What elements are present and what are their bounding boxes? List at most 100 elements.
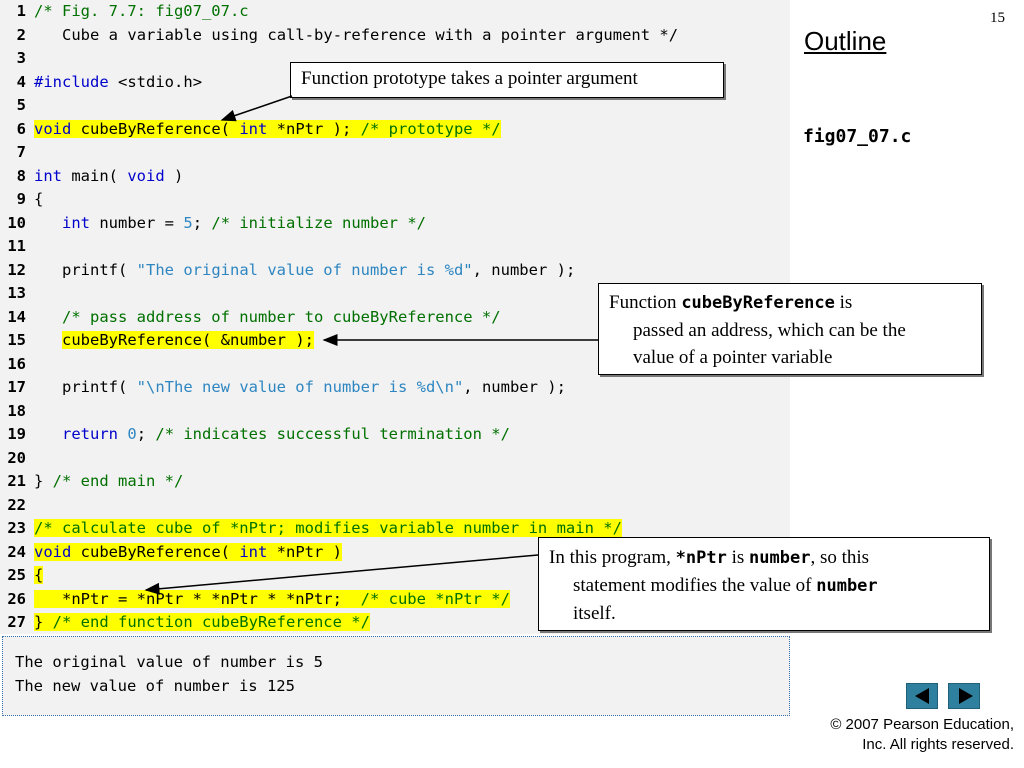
code-text: printf( "The original value of number is… bbox=[62, 260, 576, 279]
code-text: int main( void ) bbox=[34, 166, 184, 185]
code-text: { bbox=[34, 190, 44, 208]
previous-arrow-icon bbox=[915, 688, 929, 704]
callout-text: value of a pointer variable bbox=[633, 347, 833, 368]
code-line: 13 bbox=[0, 282, 26, 306]
code-line: 25 { bbox=[0, 564, 44, 588]
code-text: cubeByReference( &number ); bbox=[62, 331, 314, 349]
code-line: 2 Cube a variable using call-by-referenc… bbox=[0, 24, 678, 48]
code-line: 11 bbox=[0, 235, 26, 259]
code-text: } /* end main */ bbox=[34, 472, 184, 490]
code-text: *nPtr = *nPtr * *nPtr * *nPtr; /* cube *… bbox=[34, 589, 510, 608]
output-line: The new value of number is 125 bbox=[15, 677, 295, 695]
line-number: 5 bbox=[16, 96, 26, 114]
line-number: 19 bbox=[7, 425, 26, 443]
code-line: 20 bbox=[0, 447, 26, 471]
code-line: 8 int main( void ) bbox=[0, 165, 184, 189]
next-slide-button[interactable] bbox=[948, 683, 980, 709]
next-arrow-icon bbox=[959, 688, 973, 704]
code-line: 19 return 0; /* indicates successful ter… bbox=[0, 423, 510, 447]
callout-text: , so this bbox=[810, 547, 870, 568]
line-number: 21 bbox=[7, 472, 26, 490]
code-text: int number = 5; /* initialize number */ bbox=[62, 213, 426, 232]
code-line: 1 /* Fig. 7.7: fig07_07.c bbox=[0, 0, 249, 24]
code-line: 17 printf( "\nThe new value of number is… bbox=[0, 376, 566, 400]
line-number: 3 bbox=[16, 49, 26, 67]
code-line: 4 #include <stdio.h> bbox=[0, 71, 202, 95]
line-number: 14 bbox=[7, 307, 26, 326]
line-number: 27 bbox=[7, 613, 26, 631]
code-line: 16 bbox=[0, 353, 26, 377]
callout-code: number bbox=[816, 576, 878, 596]
code-line: 24 void cubeByReference( int *nPtr ) bbox=[0, 541, 342, 565]
line-number: 17 bbox=[7, 378, 26, 396]
program-output: The original value of number is 5 The ne… bbox=[2, 636, 790, 716]
copyright-line: © 2007 Pearson Education, bbox=[830, 716, 1014, 733]
line-number: 18 bbox=[7, 401, 26, 420]
callout-text: is bbox=[726, 547, 750, 568]
code-line: 9{ bbox=[0, 188, 44, 212]
callout-pass-address: Function cubeByReference is passed an ad… bbox=[598, 283, 982, 375]
code-text: Cube a variable using call-by-reference … bbox=[62, 25, 679, 44]
line-number: 9 bbox=[16, 190, 26, 208]
callout-text: passed an address, which can be the bbox=[633, 320, 906, 341]
code-line: 10 int number = 5; /* initialize number … bbox=[0, 212, 426, 236]
code-text: { bbox=[34, 566, 44, 584]
callout-text: statement modifies the value of bbox=[573, 575, 817, 596]
callout-code: *nPtr bbox=[675, 548, 727, 568]
callout-text: itself. bbox=[573, 603, 616, 624]
callout-text: is bbox=[834, 292, 853, 313]
code-text: printf( "\nThe new value of number is %d… bbox=[62, 378, 566, 396]
callout-text: In this program, bbox=[549, 547, 676, 568]
code-line: 12 printf( "The original value of number… bbox=[0, 259, 575, 283]
code-text: return 0; /* indicates successful termin… bbox=[62, 425, 510, 443]
line-number: 12 bbox=[7, 260, 26, 279]
line-number: 4 bbox=[16, 72, 26, 91]
line-number: 10 bbox=[7, 213, 26, 232]
file-name: fig07_07.c bbox=[803, 126, 912, 147]
code-line: 3 bbox=[0, 47, 26, 71]
line-number: 11 bbox=[7, 237, 26, 255]
line-number: 7 bbox=[16, 143, 26, 161]
code-line: 22 bbox=[0, 494, 26, 518]
line-number: 16 bbox=[7, 354, 26, 373]
code-line: 5 bbox=[0, 94, 26, 118]
line-number: 22 bbox=[7, 495, 26, 514]
line-number: 2 bbox=[16, 25, 26, 44]
callout-text: Function bbox=[609, 292, 682, 313]
code-text: /* Fig. 7.7: fig07_07.c bbox=[34, 2, 249, 20]
code-text: #include <stdio.h> bbox=[34, 72, 203, 91]
outline-link[interactable]: Outline bbox=[804, 26, 887, 56]
callout-text: Function prototype takes a pointer argum… bbox=[301, 68, 638, 89]
line-number: 26 bbox=[7, 589, 26, 608]
page-number: 15 bbox=[990, 10, 1005, 26]
callout-prototype: Function prototype takes a pointer argum… bbox=[290, 62, 724, 98]
code-line: 15 cubeByReference( &number ); bbox=[0, 329, 314, 353]
copyright-notice: © 2007 Pearson Education, Inc. All right… bbox=[794, 715, 1014, 755]
callout-code: number bbox=[749, 548, 811, 568]
code-text: void cubeByReference( int *nPtr ) bbox=[34, 542, 342, 561]
line-number: 25 bbox=[7, 566, 26, 584]
code-text: } /* end function cubeByReference */ bbox=[34, 613, 370, 631]
line-number: 13 bbox=[7, 284, 26, 302]
callout-modifies-number: In this program, *nPtr is number, so thi… bbox=[538, 537, 990, 631]
code-line: 18 bbox=[0, 400, 26, 424]
line-number: 24 bbox=[7, 542, 26, 561]
callout-code: cubeByReference bbox=[681, 293, 835, 313]
line-number: 15 bbox=[7, 331, 26, 349]
previous-slide-button[interactable] bbox=[906, 683, 938, 709]
line-number: 1 bbox=[16, 2, 26, 20]
code-line: 23/* calculate cube of *nPtr; modifies v… bbox=[0, 517, 622, 541]
copyright-line: Inc. All rights reserved. bbox=[862, 736, 1014, 753]
line-number: 8 bbox=[16, 166, 26, 185]
code-line: 21 } /* end main */ bbox=[0, 470, 183, 494]
code-line: 26 *nPtr = *nPtr * *nPtr * *nPtr; /* cub… bbox=[0, 588, 510, 612]
code-line: 27 } /* end function cubeByReference */ bbox=[0, 611, 370, 635]
code-text: /* pass address of number to cubeByRefer… bbox=[62, 307, 501, 326]
code-line: 14 /* pass address of number to cubeByRe… bbox=[0, 306, 500, 330]
code-line: 7 bbox=[0, 141, 26, 165]
code-text: void cubeByReference( int *nPtr ); /* pr… bbox=[34, 119, 501, 138]
code-line: 6 void cubeByReference( int *nPtr ); /* p… bbox=[0, 118, 501, 142]
line-number: 20 bbox=[7, 448, 26, 467]
line-number: 6 bbox=[16, 119, 26, 138]
line-number: 23 bbox=[7, 519, 26, 537]
